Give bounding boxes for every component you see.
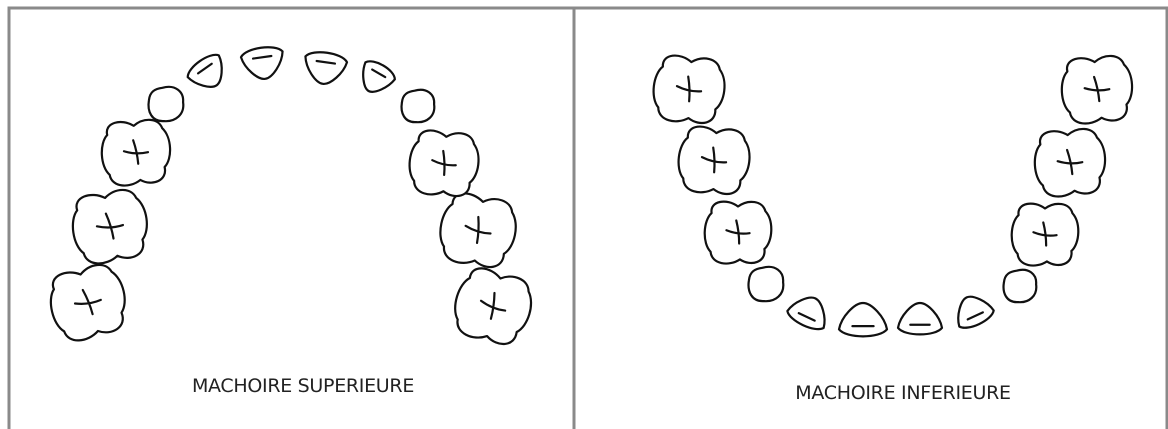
lower-jaw-caption: MACHOIRE INFERIEURE	[795, 382, 1010, 404]
lower-right-molar-1	[1059, 54, 1135, 125]
upper-left-premolar	[149, 87, 184, 121]
lower-left-premolar	[749, 267, 784, 301]
lower-right-central-incisor	[898, 303, 942, 334]
lower-left-central-incisor	[839, 303, 887, 336]
upper-right-lateral-incisor	[354, 57, 398, 99]
lower-right-premolar	[1004, 270, 1037, 302]
lower-right-molar-2	[1032, 127, 1108, 198]
upper-left-molar-3	[99, 118, 173, 188]
upper-right-central-incisor	[302, 50, 348, 87]
lower-left-lateral-incisor	[785, 290, 834, 334]
upper-left-molar-1	[43, 260, 133, 346]
upper-right-molar-1	[448, 264, 538, 350]
upper-left-molar-2	[67, 186, 152, 267]
upper-jaw-arch	[43, 45, 538, 350]
lower-left-molar-1	[651, 54, 727, 125]
lower-right-lateral-incisor	[949, 289, 996, 332]
upper-left-lateral-incisor	[184, 50, 232, 96]
lower-left-molar-2	[676, 125, 752, 196]
upper-right-molar-3	[407, 129, 481, 199]
lower-left-molar-3	[705, 202, 772, 264]
lower-jaw-arch	[651, 54, 1135, 336]
upper-right-premolar	[402, 90, 435, 122]
upper-left-central-incisor	[240, 45, 286, 82]
upper-jaw-caption: MACHOIRE SUPERIEURE	[192, 375, 414, 397]
lower-right-molar-3	[1012, 204, 1079, 266]
diagram-frame	[9, 8, 1167, 429]
upper-right-molar-2	[435, 190, 520, 271]
